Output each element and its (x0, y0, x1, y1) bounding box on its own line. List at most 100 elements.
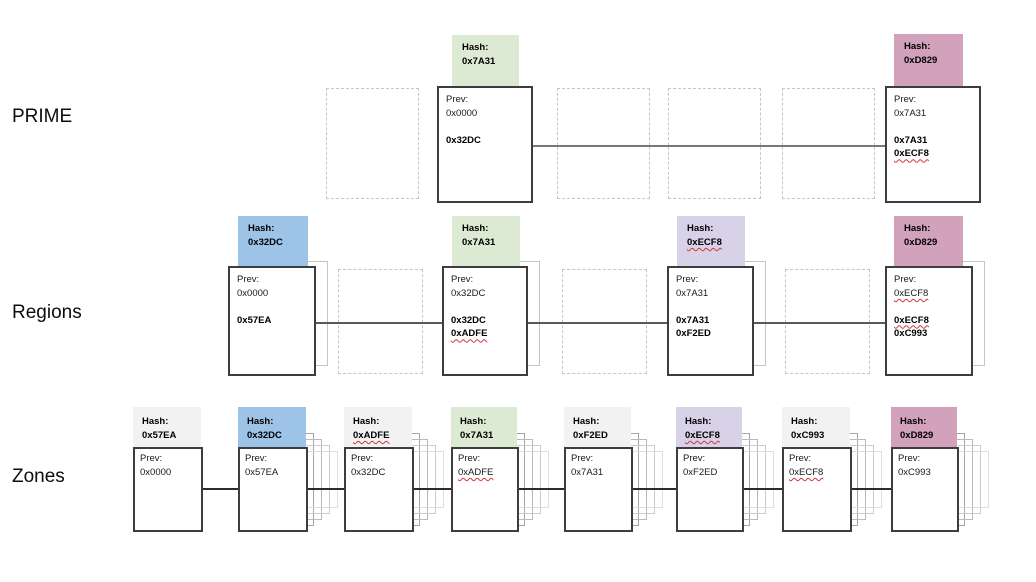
hash-chip-value: 0x57EA (142, 429, 177, 441)
hash-chip-value: 0xD829 (904, 236, 938, 248)
hash-chip: Hash: 0xD829 (894, 34, 963, 86)
child-hash-value: 0x7A31 (676, 314, 710, 326)
hash-chip-label: Hash: (462, 42, 489, 53)
row-label-zones: Zones (12, 466, 65, 487)
chain-block: Prev: 0xECF8 0xECF8 0xC993 (885, 266, 973, 376)
hash-chip: Hash: 0xECF8 (677, 216, 745, 266)
hash-chip-label: Hash: (791, 416, 818, 427)
placeholder-block-dashed (785, 269, 870, 374)
chain-block: Prev: 0x0000 0x57EA (228, 266, 316, 376)
hash-chip: Hash: 0xC993 (782, 407, 850, 447)
chain-connector-line (308, 488, 344, 490)
chain-connector-line (519, 488, 564, 490)
row-label-prime: PRIME (12, 106, 73, 127)
hash-chip-label: Hash: (353, 416, 380, 427)
hash-chip: Hash: 0x57EA (133, 407, 201, 447)
prev-label: Prev: (676, 274, 699, 285)
chain-block: Prev: 0x7A31 0x7A31 0xF2ED (667, 266, 754, 376)
chain-block: Prev: 0xC993 (891, 447, 959, 532)
hash-chip-label: Hash: (460, 416, 487, 427)
hash-chip-value: 0x32DC (248, 236, 283, 248)
hash-chip-label: Hash: (900, 416, 927, 427)
chain-connector-line (852, 488, 891, 490)
chain-connector-line (633, 488, 676, 490)
chain-block: Prev: 0x7A31 (564, 447, 633, 532)
prev-value: 0x0000 (140, 466, 172, 478)
hash-chip: Hash: 0x7A31 (452, 35, 519, 86)
prev-value: 0x0000 (446, 107, 478, 119)
chain-block: Prev: 0x32DC (344, 447, 414, 532)
prev-label: Prev: (446, 94, 469, 105)
prev-label: Prev: (789, 453, 812, 464)
prev-label: Prev: (894, 274, 917, 285)
child-hash-value: 0xECF8 (894, 314, 929, 326)
prev-value: 0x7A31 (894, 107, 927, 119)
prev-label: Prev: (683, 453, 706, 464)
placeholder-block-dashed (557, 88, 650, 199)
prev-label: Prev: (451, 274, 474, 285)
chain-connector-line (744, 488, 782, 490)
prev-label: Prev: (245, 453, 268, 464)
prev-label: Prev: (898, 453, 921, 464)
prev-value: 0xECF8 (789, 466, 824, 478)
child-hash-value: 0x57EA (237, 314, 272, 326)
hash-chip: Hash: 0x32DC (238, 407, 306, 447)
child-hash-value: 0xECF8 (894, 148, 929, 160)
hash-chip-value: 0x7A31 (460, 429, 494, 441)
prev-value: 0xADFE (458, 466, 494, 478)
prev-value: 0xF2ED (683, 466, 718, 478)
hash-chip-value: 0xADFE (353, 429, 390, 441)
chain-block: Prev: 0xADFE (451, 447, 519, 532)
placeholder-block-dashed (562, 269, 647, 374)
hash-chip: Hash: 0x7A31 (451, 407, 517, 447)
prev-value: 0x7A31 (676, 287, 709, 299)
prev-label: Prev: (571, 453, 594, 464)
child-hash-value: 0x7A31 (894, 134, 928, 146)
prev-label: Prev: (894, 94, 917, 105)
hash-chip-label: Hash: (687, 223, 714, 234)
child-hash-value: 0xADFE (451, 328, 488, 340)
child-hash-value: 0x32DC (446, 134, 481, 146)
hash-chip-label: Hash: (685, 416, 712, 427)
chain-connector-line (414, 488, 451, 490)
hash-chip-value: 0xD829 (900, 429, 934, 441)
hash-chip-label: Hash: (248, 223, 275, 234)
hash-chip: Hash: 0x32DC (238, 216, 308, 266)
hash-chip: Hash: 0xECF8 (676, 407, 742, 447)
hash-chip-label: Hash: (904, 41, 931, 52)
hash-chip-label: Hash: (573, 416, 600, 427)
prev-label: Prev: (351, 453, 374, 464)
chain-block: Prev: 0xECF8 (782, 447, 852, 532)
row-label-regions: Regions (12, 302, 82, 323)
prev-value: 0xECF8 (894, 287, 929, 299)
child-hash-value: 0xC993 (894, 328, 928, 340)
prev-value: 0x57EA (245, 466, 279, 478)
prev-label: Prev: (458, 453, 481, 464)
chain-block: Prev: 0xF2ED (676, 447, 744, 532)
prev-value: 0xC993 (898, 466, 931, 478)
hash-chip-label: Hash: (247, 416, 274, 427)
placeholder-block-dashed (782, 88, 875, 199)
prev-value: 0x32DC (451, 287, 486, 299)
chain-block: Prev: 0x32DC 0x32DC 0xADFE (442, 266, 528, 376)
hash-chip: Hash: 0xF2ED (564, 407, 631, 447)
placeholder-block-dashed (338, 269, 423, 374)
chain-block: Prev: 0x0000 (133, 447, 203, 532)
chain-block: Prev: 0x0000 0x32DC (437, 86, 533, 203)
hash-chip: Hash: 0x7A31 (452, 216, 520, 266)
hash-chip: Hash: 0xD829 (891, 407, 957, 447)
placeholder-block-dashed (326, 88, 419, 199)
hash-chip-value: 0xECF8 (687, 236, 722, 248)
prev-value: 0x0000 (237, 287, 269, 299)
hash-chip-value: 0xECF8 (685, 429, 720, 441)
child-hash-value: 0xF2ED (676, 328, 711, 340)
chain-connector-line (316, 322, 885, 324)
chain-block: Prev: 0x57EA (238, 447, 308, 532)
hash-chip-value: 0xD829 (904, 54, 938, 66)
chain-block: Prev: 0x7A31 0x7A31 0xECF8 (885, 86, 981, 203)
hash-chip: Hash: 0xD829 (894, 216, 963, 266)
hash-chip-label: Hash: (462, 223, 489, 234)
prev-label: Prev: (140, 453, 163, 464)
prev-label: Prev: (237, 274, 260, 285)
chain-connector-line (533, 145, 885, 147)
